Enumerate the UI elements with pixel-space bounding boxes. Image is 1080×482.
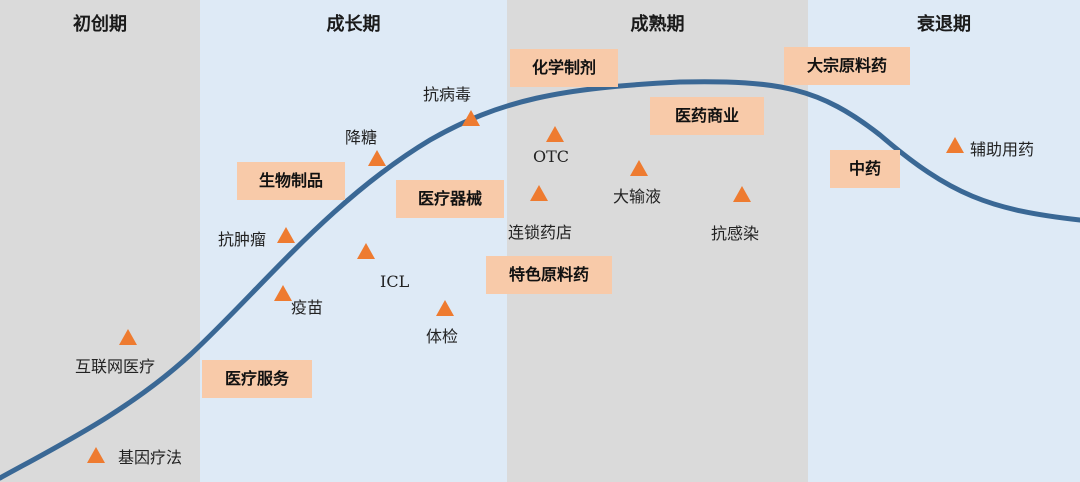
stage-band-startup: 初创期 <box>0 0 200 482</box>
stage-title-startup: 初创期 <box>73 14 127 35</box>
label-anti-tumor: 抗肿瘤 <box>218 230 267 249</box>
triangle-marker-icon <box>274 285 292 301</box>
stage-title-growth: 成长期 <box>326 14 381 35</box>
stage-band-growth: 成长期 <box>200 0 507 482</box>
triangle-marker-icon <box>277 227 295 243</box>
triangle-marker-icon <box>462 110 480 126</box>
label-otc: OTC <box>533 147 570 166</box>
stage-title-maturity: 成熟期 <box>630 14 685 35</box>
category-box-specialty-api: 特色原料药 <box>486 256 612 294</box>
label-antiviral: 抗病毒 <box>423 85 472 104</box>
label-internet-medical: 互联网医疗 <box>75 357 156 376</box>
triangle-marker-icon <box>87 447 105 463</box>
triangle-marker-icon <box>530 185 548 201</box>
label-gene-therapy: 基因疗法 <box>118 448 183 467</box>
category-box-medical-services: 医疗服务 <box>202 360 312 398</box>
stage-title-decline: 衰退期 <box>917 14 971 35</box>
triangle-marker-icon <box>119 329 137 345</box>
category-box-biologics: 生物制品 <box>237 162 345 200</box>
label-infusion: 大输液 <box>613 187 662 206</box>
category-box-bulk-api: 大宗原料药 <box>784 47 910 85</box>
triangle-marker-icon <box>357 243 375 259</box>
label-physical-exam: 体检 <box>426 327 459 346</box>
triangle-marker-icon <box>630 160 648 176</box>
triangle-marker-icon <box>546 126 564 142</box>
category-box-medical-devices: 医疗器械 <box>396 180 504 218</box>
triangle-marker-icon <box>368 150 386 166</box>
label-auxiliary-drugs: 辅助用药 <box>970 140 1035 159</box>
label-chain-pharmacy: 连锁药店 <box>508 223 573 242</box>
label-icl: ICL <box>380 272 410 291</box>
triangle-marker-icon <box>436 300 454 316</box>
label-diabetes: 降糖 <box>345 128 378 147</box>
category-box-tcm: 中药 <box>830 150 900 188</box>
category-box-pharma-commerce: 医药商业 <box>650 97 764 135</box>
triangle-marker-icon <box>733 186 751 202</box>
label-anti-infection: 抗感染 <box>711 224 760 243</box>
category-box-chemical-drugs: 化学制剂 <box>510 49 618 87</box>
triangle-marker-icon <box>946 137 964 153</box>
label-vaccine: 疫苗 <box>291 298 324 317</box>
